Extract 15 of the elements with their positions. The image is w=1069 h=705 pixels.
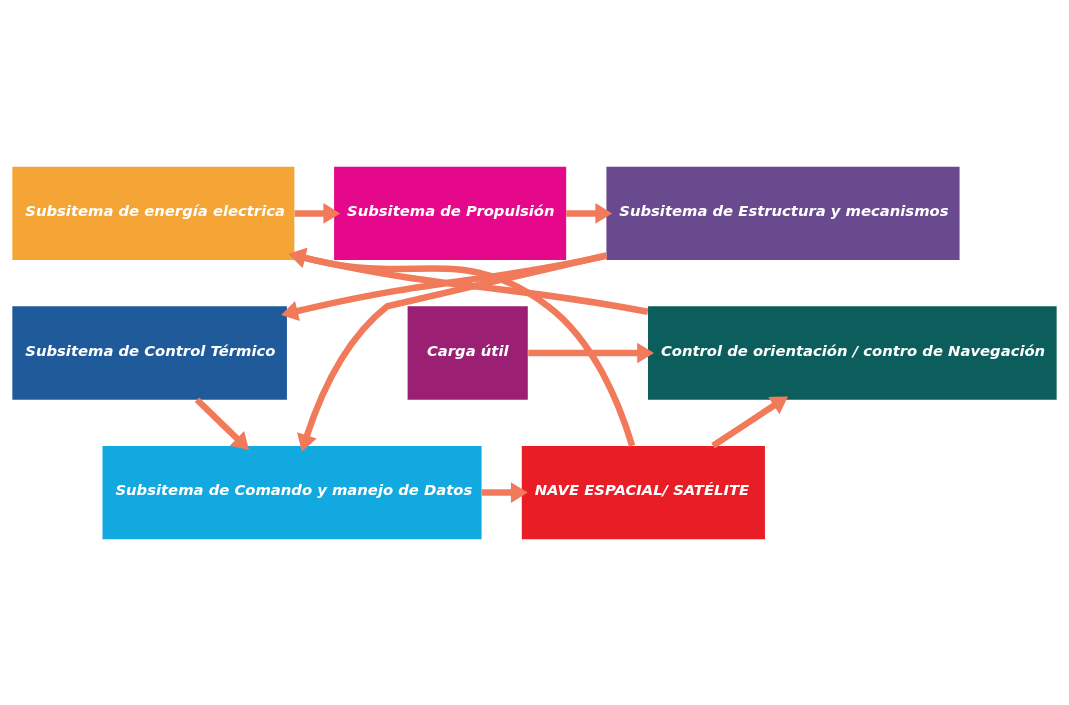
arrow [528, 342, 655, 363]
node-box: Control de orientación / contro de Navegación [648, 305, 1057, 400]
node-box: Subsitema de Comando y manejo de Datos [102, 445, 482, 539]
arrow [288, 247, 649, 315]
node-box: Subsitema de energía electrica [12, 166, 295, 260]
node-box: Subsitema de Propulsión [334, 166, 567, 260]
arrow [194, 396, 250, 450]
arrow [566, 202, 613, 224]
arrow [294, 202, 341, 224]
node-box: Carga útil [407, 305, 528, 400]
node-box: Subsitema de Control Térmico [12, 305, 287, 400]
arrow [481, 481, 528, 503]
node-box: Subsitema de Estructura y mecanismos [606, 166, 960, 260]
arrow [711, 395, 788, 448]
node-box: NAVE ESPACIAL/ SATÉLITE [521, 445, 765, 539]
